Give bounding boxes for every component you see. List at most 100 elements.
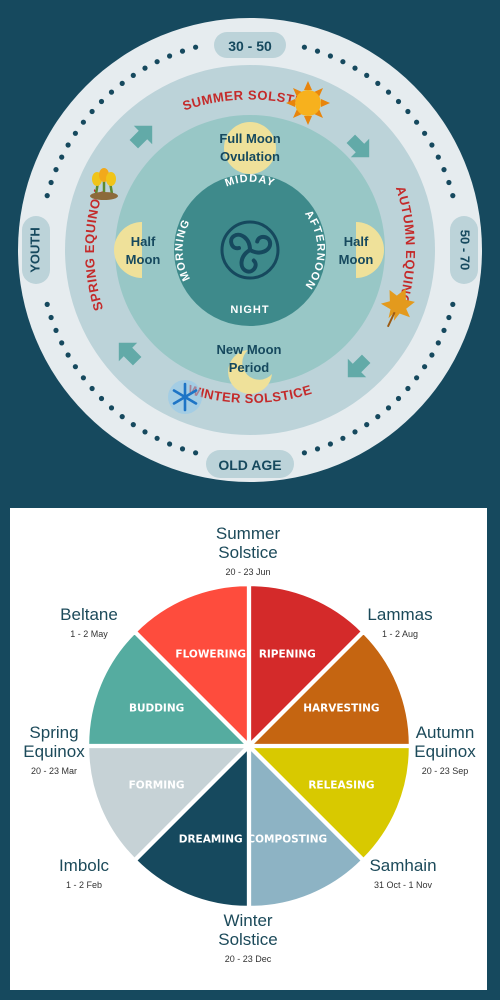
festival-name: Beltane xyxy=(60,605,118,624)
age-bottom-label: OLD AGE xyxy=(218,457,281,473)
ring-dot xyxy=(59,340,65,346)
ring-dot xyxy=(314,48,321,54)
full-moon-label-2: Ovulation xyxy=(220,149,280,164)
wheel-segment-label: BUDDING xyxy=(129,703,184,715)
wheel-segment-flowering xyxy=(134,584,249,746)
festival-name: Summer xyxy=(215,524,281,543)
ring-dot xyxy=(405,108,411,115)
ring-dot xyxy=(98,395,105,402)
ring-dot xyxy=(142,429,148,435)
arrow-icon xyxy=(347,354,371,378)
ring-dot xyxy=(65,142,71,148)
wheel-segment-label: DREAMING xyxy=(179,833,243,845)
ring-dot xyxy=(429,142,435,148)
ring-dot xyxy=(429,352,435,358)
festival-name: Imbolc xyxy=(58,856,110,875)
wheel-segment-label: FLOWERING xyxy=(175,649,246,661)
ring-dot xyxy=(53,327,59,333)
ring-dot xyxy=(441,167,447,173)
age-right-label: 50 - 70 xyxy=(458,230,473,270)
ring-dot xyxy=(59,154,65,160)
age-badge-bottom: OLD AGE xyxy=(206,450,294,478)
time-night: NIGHT xyxy=(230,304,269,316)
wheel-segment-label: HARVESTING xyxy=(303,703,379,715)
ring-dot xyxy=(167,53,173,59)
festival-beltane: Beltane 1 - 2 May xyxy=(48,605,130,640)
ring-dot xyxy=(154,59,160,65)
festival-name: Solstice xyxy=(218,930,278,949)
festival-date: 20 - 23 Sep xyxy=(421,766,469,776)
age-top-label: 30 - 50 xyxy=(228,38,272,54)
wheel-segment-forming xyxy=(87,746,249,861)
ring-dot xyxy=(80,119,86,125)
half-moon-right-icon xyxy=(356,222,384,278)
festival-date: 1 - 2 Aug xyxy=(381,629,419,639)
ring-dot xyxy=(48,179,54,186)
festival-name: Equinox xyxy=(414,742,476,761)
festival-name: Spring xyxy=(29,723,79,742)
tulip-icon xyxy=(90,168,118,200)
ring-dot xyxy=(44,301,50,307)
festival-name: Equinox xyxy=(23,742,85,761)
ring-dot xyxy=(340,435,346,441)
arrow-icon xyxy=(118,342,142,366)
full-moon-label-1: Full Moon xyxy=(219,131,280,146)
ring-dot xyxy=(314,446,321,452)
dotted-ring xyxy=(44,44,456,456)
ring-dot xyxy=(435,154,441,160)
wheel-segment-label: RELEASING xyxy=(308,779,374,791)
ring-dot xyxy=(301,450,307,456)
half-moon-left-label-2: Moon xyxy=(126,252,161,267)
half-moon-left-label-1: Half xyxy=(131,234,156,249)
festival-imbolc: Imbolc 1 - 2 Feb xyxy=(43,856,125,891)
age-badge-right: 50 - 70 xyxy=(450,216,478,284)
ring-dot xyxy=(385,89,392,95)
festival-spring-equinox: Spring Equinox 20 - 23 Mar xyxy=(13,723,95,777)
festival-name: Samhain xyxy=(369,856,437,875)
wheel-segment-budding xyxy=(87,631,249,746)
ring-dot xyxy=(179,446,186,452)
ring-dot xyxy=(395,98,402,105)
ring-dot xyxy=(89,108,95,115)
ring-dot xyxy=(167,441,173,447)
arrow-icon xyxy=(346,134,370,158)
ring-dot xyxy=(385,405,392,411)
wheel-segment-harvesting xyxy=(249,631,411,746)
festival-lammas: Lammas 1 - 2 Aug xyxy=(355,605,445,640)
ring-dot xyxy=(80,375,86,381)
festival-name: Lammas xyxy=(367,605,433,624)
ring-dot xyxy=(375,414,381,420)
festival-date: 31 Oct - 1 Nov xyxy=(373,880,433,890)
festival-winter-solstice: Winter Solstice 20 - 23 Dec xyxy=(198,911,298,965)
wheel-segment-releasing xyxy=(249,746,411,861)
new-moon-icon xyxy=(228,350,272,394)
wheel-segment-label: RIPENING xyxy=(259,649,316,661)
ring-dot xyxy=(130,422,136,428)
ring-dot xyxy=(352,429,358,435)
ring-dot xyxy=(65,352,71,358)
ring-dot xyxy=(72,130,78,136)
festival-name: Winter xyxy=(223,911,273,930)
age-left-label: YOUTH xyxy=(27,227,42,273)
triskele-icon xyxy=(220,220,280,280)
cycle-arrows xyxy=(118,125,371,378)
ring-dot xyxy=(130,72,136,78)
time-midday: MIDDAY xyxy=(223,173,276,190)
ring-dot xyxy=(364,422,370,428)
ring-dot xyxy=(405,385,411,392)
ring-dot xyxy=(98,98,105,105)
ring-dot xyxy=(193,450,199,456)
sun-icon xyxy=(286,81,330,125)
festival-summer-solstice: Summer Solstice 20 - 23 Jun xyxy=(198,524,298,578)
festival-date: 20 - 23 Jun xyxy=(225,567,271,577)
ring-dot xyxy=(154,435,160,441)
ring-dot xyxy=(414,119,420,125)
new-moon-label-2: Period xyxy=(229,360,270,375)
half-moon-left-icon xyxy=(114,222,142,278)
ring-dot xyxy=(119,414,125,420)
ring-dot xyxy=(422,130,428,136)
ring-dot xyxy=(72,364,78,370)
ring-dot xyxy=(435,340,441,346)
wheel-segment-dreaming xyxy=(134,746,249,908)
time-morning: MORNING xyxy=(173,217,192,282)
